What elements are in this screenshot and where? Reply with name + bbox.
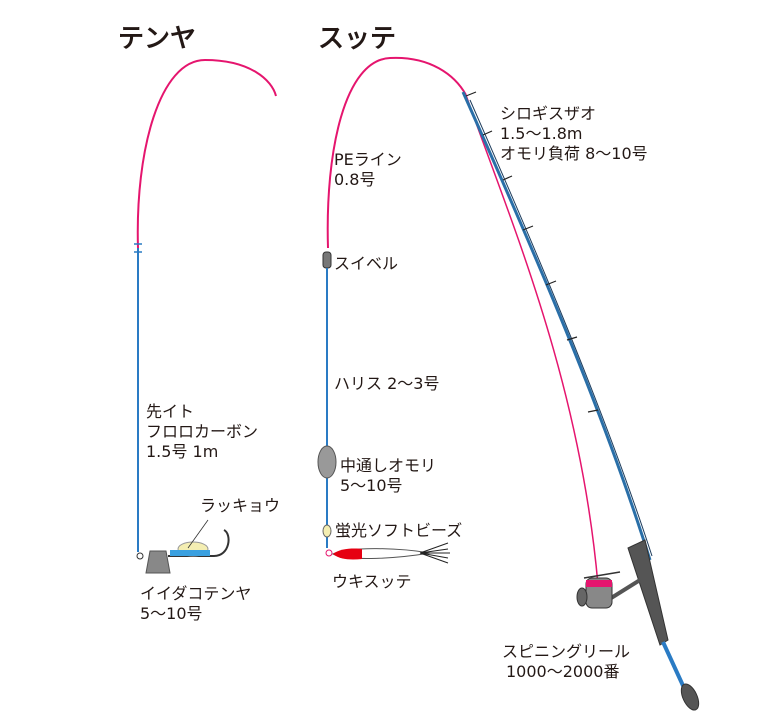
uki-sutte-red-head-icon — [333, 548, 362, 560]
leader-label: 先イト フロロカーボン 1.5号 1m — [146, 402, 258, 462]
sinker-size: 5〜10号 — [340, 476, 403, 495]
rakkyo-pointer — [187, 519, 209, 549]
swivel-icon — [322, 251, 332, 269]
beads-label: 蛍光ソフトビーズ — [335, 521, 463, 540]
tenya-snap-icon — [136, 552, 144, 560]
rod-butt-section — [661, 641, 687, 691]
sinker-label: 中通しオモリ 5〜10号 — [340, 456, 436, 496]
tenya-sinker-icon — [145, 550, 171, 574]
rod-butt-icon — [680, 683, 700, 711]
reel-label: スピニングリール 1000〜2000番 — [502, 642, 630, 682]
pe-line-size: 0.8号 — [334, 170, 376, 189]
tenya-jig-size: 5〜10号 — [140, 604, 203, 623]
reel-size: 1000〜2000番 — [506, 662, 620, 681]
rod-blank — [461, 91, 652, 561]
rod-length: 1.5〜1.8m — [500, 124, 583, 143]
leader-size: 1.5号 1m — [146, 442, 219, 461]
bead-icon — [322, 524, 332, 538]
tenya-jig-name: イイダコテンヤ — [140, 584, 252, 603]
reel-name: スピニングリール — [502, 642, 631, 661]
title-sutte: スッテ — [318, 24, 397, 54]
rod-name: シロギスザオ — [500, 104, 597, 123]
rod-line — [465, 94, 599, 586]
rakkyo-label: ラッキョウ — [200, 496, 281, 515]
rod-blank-shadow — [469, 99, 653, 557]
tenya-knot-icon — [134, 243, 142, 253]
pe-line-label: PEライン 0.8号 — [334, 150, 402, 190]
leader-name: 先イト — [146, 402, 195, 421]
sinker-icon — [317, 445, 337, 479]
sutte-main-line — [326, 56, 467, 249]
rod-guides-icon — [465, 91, 599, 413]
tenya-main-line — [136, 58, 277, 249]
sutte-snap-icon — [325, 549, 333, 557]
tenya-jig-label: イイダコテンヤ 5〜10号 — [140, 584, 251, 624]
pe-line-name: PEライン — [334, 150, 402, 169]
rakkyo-wrap-icon — [170, 550, 210, 556]
harris-label: ハリス 2〜3号 — [334, 374, 440, 393]
title-tenya: テンヤ — [118, 24, 197, 54]
rod-label: シロギスザオ 1.5〜1.8m オモリ負荷 8〜10号 — [500, 104, 648, 164]
rod-load: オモリ負荷 8〜10号 — [500, 144, 648, 163]
reel-icon — [576, 571, 642, 609]
sutte-tentacles-icon — [419, 542, 450, 564]
swivel-label: スイベル — [334, 254, 399, 273]
leader-material: フロロカーボン — [146, 422, 259, 441]
sinker-name: 中通しオモリ — [340, 456, 437, 475]
uki-sutte-label: ウキスッテ — [332, 572, 412, 591]
rod-grip-icon — [627, 539, 669, 646]
tenya-hook-icon — [168, 529, 230, 557]
